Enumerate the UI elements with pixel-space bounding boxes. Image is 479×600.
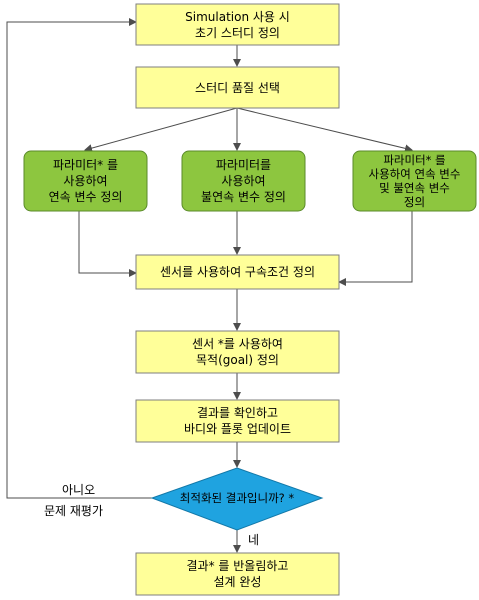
node-opt-mid-label: 파라미터를 사용하여 불연속 변수 정의 — [201, 158, 286, 204]
node-step5-box — [135, 399, 340, 443]
node-opt-right-box — [352, 150, 477, 212]
node-opt-right: 파라미터* 를 사용하여 연속 변수 및 불연속 변수 정의 — [353, 149, 476, 213]
node-opt-mid-box — [181, 150, 306, 212]
node-step6-box — [135, 552, 340, 596]
arrow-left-step3 — [78, 211, 137, 277]
node-step2-box — [135, 66, 340, 109]
node-decision-label: 최적화된 결과입니까? * — [179, 491, 295, 505]
node-step1-label: Simulation 사용 시 초기 스터디 정의 — [185, 9, 290, 40]
edge-label-no: 아니오 — [62, 483, 96, 497]
node-step1: Simulation 사용 시 초기 스터디 정의 — [136, 4, 339, 45]
node-step5-label: 결과를 확인하고 바디와 플롯 업데이트 — [184, 406, 291, 436]
node-opt-mid: 파라미터를 사용하여 불연속 변수 정의 — [182, 151, 305, 211]
node-step4-label: 센서 *를 사용하여 목적(goal) 정의 — [192, 337, 283, 367]
node-opt-left-label: 파라미터* 를 사용하여 연속 변수 정의 — [48, 158, 123, 204]
node-step5: 결과를 확인하고 바디와 플롯 업데이트 — [136, 400, 339, 442]
arrow-loop-back — [6, 18, 152, 499]
node-decision-diamond — [150, 467, 324, 531]
node-decision: 최적화된 결과입니까? * — [152, 484, 322, 512]
arrow-right-step3 — [338, 211, 413, 286]
node-step3: 센서를 사용하여 구속조건 정의 — [136, 255, 339, 289]
node-step1-box — [135, 3, 340, 46]
edge-label-reevaluate: 문제 재평가 — [44, 504, 104, 518]
node-step2: 스터디 품질 선택 — [136, 67, 339, 108]
node-step4: 센서 *를 사용하여 목적(goal) 정의 — [136, 331, 339, 373]
node-step2-label: 스터디 품질 선택 — [195, 80, 280, 95]
node-step3-label: 센서를 사용하여 구속조건 정의 — [160, 265, 315, 279]
node-step6-label: 결과* 를 반올림하고 설계 완성 — [186, 559, 289, 589]
node-opt-left: 파라미터* 를 사용하여 연속 변수 정의 — [24, 151, 147, 211]
arrow-step2-right — [236, 107, 413, 153]
node-step3-box — [135, 254, 340, 290]
node-step6: 결과* 를 반올림하고 설계 완성 — [136, 553, 339, 595]
edge-label-yes: 네 — [248, 533, 260, 547]
node-step4-box — [135, 330, 340, 374]
node-opt-left-box — [23, 150, 148, 212]
arrow-step2-left — [84, 107, 238, 152]
node-opt-right-label: 파라미터* 를 사용하여 연속 변수 및 불연속 변수 정의 — [368, 153, 461, 209]
